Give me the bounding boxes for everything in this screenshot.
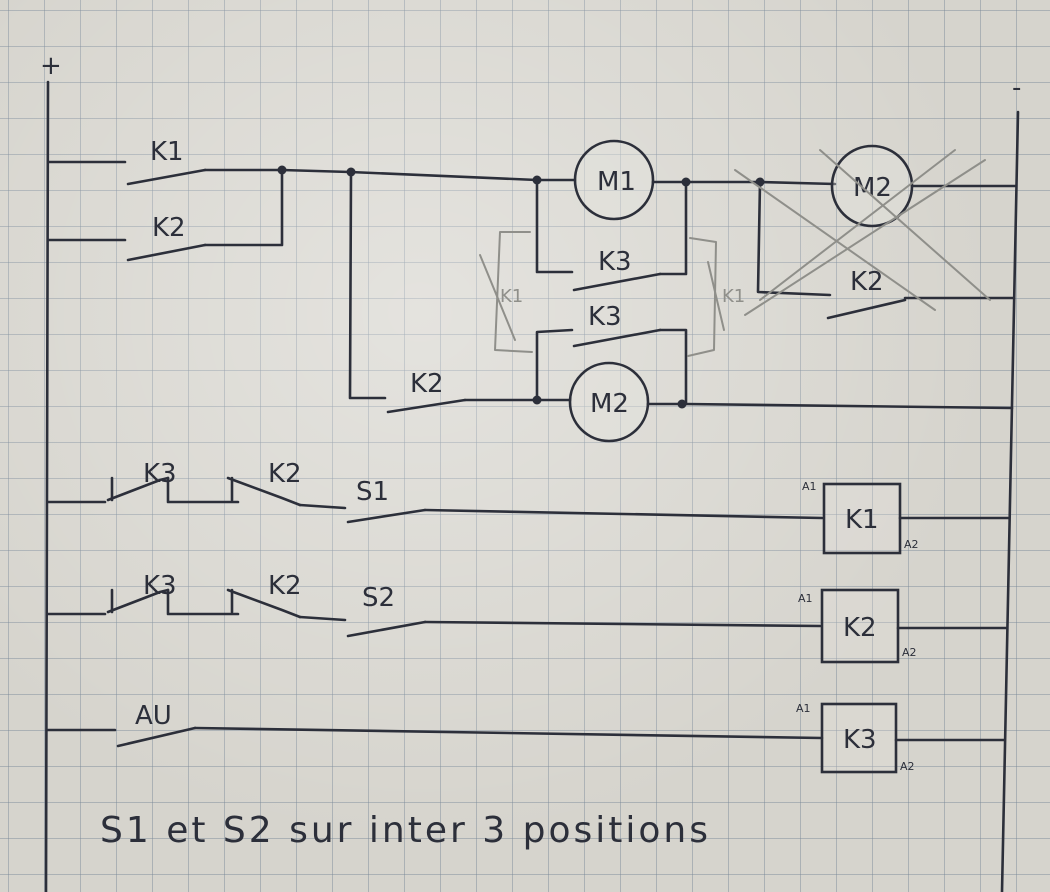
k2-nc-contact-blade [226,476,302,507]
k3-lower-contact-label: K3 [588,302,622,332]
plus-rail: + [40,51,62,892]
crossed-out-marks [734,149,991,316]
s1-contact-blade [346,508,427,524]
junction-dot [532,395,542,405]
rung1-contact-1-label: K3 [143,459,177,489]
k1-power-contact-label: K1 [150,137,184,167]
k3-upper-contact-blade [572,272,662,292]
rung1-contact-3-label: S1 [356,477,389,507]
coil-k1-label: K1 [845,505,879,535]
coil-k1 [822,482,902,555]
rung2-contact-1-label: K3 [143,571,177,601]
k3-upper-contact-label: K3 [598,247,632,277]
coil-k2-label: K2 [843,613,877,643]
k2-contact-blade [126,243,207,262]
k2-nc-contact-blade [226,588,302,619]
coil-k2-a1: A1 [798,592,813,605]
plus-symbol: + [40,51,62,81]
coil-k3-a2: A2 [900,760,915,773]
k2-crossed-contact-label: K2 [850,267,884,297]
k2-crossed-contact-blade [826,298,907,320]
au-contact-blade [116,726,197,748]
control-rung-k2: K3 K2 S2 K2 A1 A2 [46,571,1008,664]
rung2-contact-3-label: S2 [362,583,395,613]
k2-power-contact-label: K2 [152,213,186,243]
motor-m1 [573,139,655,221]
k3-nc-contact-blade [106,588,170,614]
handwritten-note-line-1: S1 et S2 sur inter 3 positions [100,810,711,851]
junction-dot [677,399,687,409]
k3-lower-contact-blade [572,328,662,348]
pencil-interlock-sketch: K1 K1 [479,231,745,357]
motor-m1-label: M1 [597,167,636,197]
control-rung-k3: AU K3 A1 A2 [46,701,1006,774]
control-rung-k1: K3 K2 S1 K1 A1 A2 [46,459,1010,555]
s2-contact-blade [346,620,427,638]
coil-k3-label: K3 [843,725,877,755]
coil-k3 [820,702,898,774]
k1-contact-blade [126,168,207,186]
motor-m2-crossed-label: M2 [853,173,892,203]
rung3-contact-1-label: AU [135,701,172,731]
pencil-k1-left-label: K1 [500,286,523,307]
coil-k2 [820,588,900,664]
pencil-k1-right-label: K1 [722,286,745,307]
power-section: K1 K2 M1 M2 K2 [46,137,1018,443]
motor-m2 [568,361,650,443]
minus-symbol: - [1012,73,1021,103]
k3-nc-contact-blade [106,476,170,502]
rung2-contact-2-label: K2 [268,571,302,601]
rung1-contact-2-label: K2 [268,459,302,489]
minus-rail: - [1000,73,1021,892]
coil-k2-a2: A2 [902,646,917,659]
motor-m2-label: M2 [590,389,629,419]
k2-branch-contact-blade [386,398,467,414]
coil-k1-a1: A1 [802,480,817,493]
k2-branch-contact-label: K2 [410,369,444,399]
coil-k3-a1: A1 [796,702,811,715]
coil-k1-a2: A2 [904,538,919,551]
